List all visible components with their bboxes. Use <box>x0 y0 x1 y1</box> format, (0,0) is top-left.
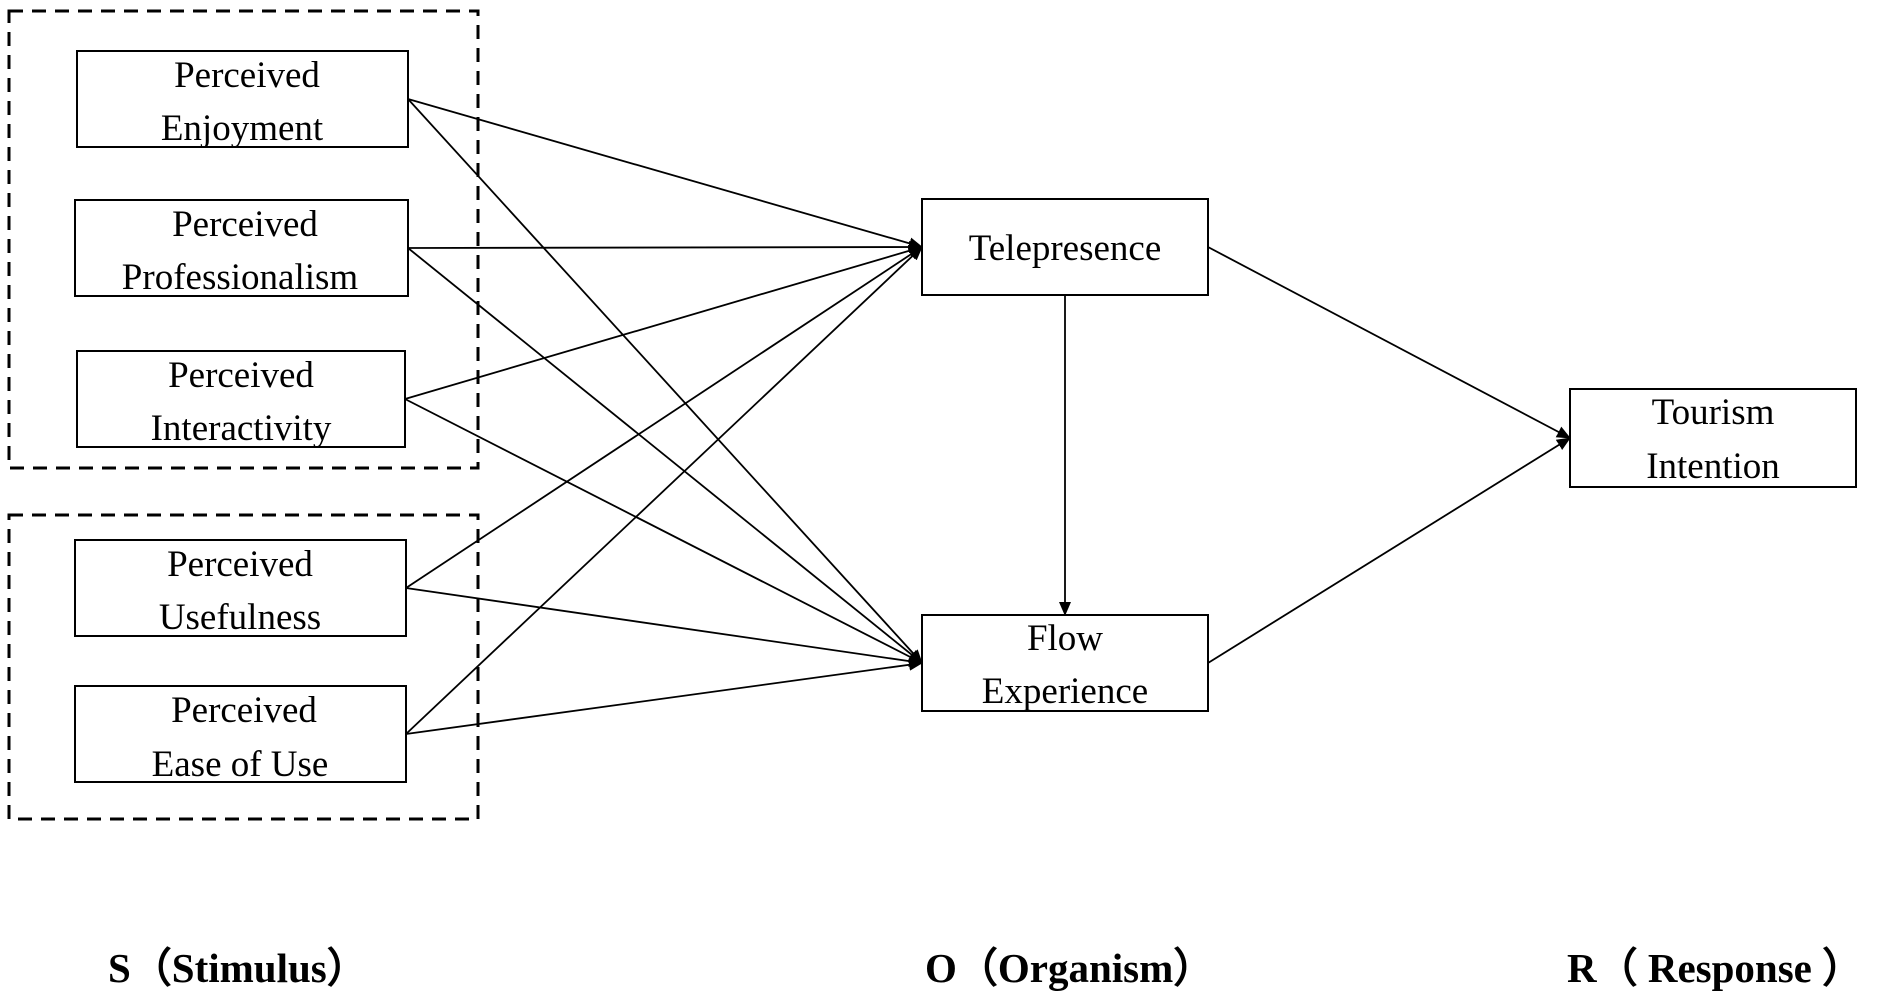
edge-perceived-professionalism-to-telepresence <box>407 241 923 254</box>
node-perceived-ease-of-use: Perceived Ease of Use <box>74 685 407 785</box>
stage-label-stimulus: S（Stimulus） <box>108 945 368 991</box>
node-perceived-usefulness: Perceived Usefulness <box>74 539 407 638</box>
node-perceived-enjoyment: Perceived Enjoyment <box>76 50 409 149</box>
stage-label-response: R（ Response ） <box>1567 945 1863 991</box>
node-perceived-enjoyment-line2: Enjoyment <box>161 108 324 149</box>
node-flow-experience: Flow Experience <box>921 614 1209 712</box>
edge-perceived-usefulness-to-flow-experience <box>405 587 923 668</box>
node-perceived-ease-of-use-line2: Ease of Use <box>152 744 329 785</box>
edge-perceived-professionalism-to-flow-experience <box>407 247 923 664</box>
node-perceived-professionalism-line2: Professionalism <box>122 257 359 298</box>
stage-label-organism: O（Organism） <box>925 945 1214 991</box>
edge-telepresence-to-tourism-intention <box>1207 246 1571 439</box>
node-tourism-intention-line1: Tourism <box>1652 392 1775 433</box>
node-flow-experience-line2: Experience <box>982 671 1148 712</box>
edge-perceived-enjoyment-to-telepresence <box>407 98 923 250</box>
node-telepresence-line1: Telepresence <box>969 228 1162 269</box>
node-flow-experience-line1: Flow <box>1027 618 1103 659</box>
node-perceived-interactivity-line1: Perceived <box>168 355 314 396</box>
edge-perceived-ease-of-use-to-telepresence <box>405 246 923 735</box>
node-perceived-usefulness-line1: Perceived <box>167 544 313 585</box>
node-telepresence: Telepresence <box>921 198 1209 296</box>
edge-perceived-usefulness-to-telepresence <box>405 246 923 589</box>
node-perceived-interactivity: Perceived Interactivity <box>76 350 406 449</box>
edge-flow-experience-to-tourism-intention <box>1207 437 1571 664</box>
node-perceived-enjoyment-line1: Perceived <box>174 55 320 96</box>
node-tourism-intention-line2: Intention <box>1646 446 1780 487</box>
node-perceived-professionalism-line1: Perceived <box>172 204 318 245</box>
node-perceived-professionalism: Perceived Professionalism <box>74 199 409 298</box>
edge-perceived-interactivity-to-telepresence <box>404 244 923 400</box>
node-perceived-interactivity-line2: Interactivity <box>151 408 332 449</box>
node-perceived-ease-of-use-line1: Perceived <box>171 690 317 731</box>
node-perceived-usefulness-line2: Usefulness <box>159 597 321 638</box>
edge-layer <box>404 98 1571 735</box>
edge-perceived-interactivity-to-flow-experience <box>404 398 923 664</box>
edge-perceived-enjoyment-to-flow-experience <box>407 98 923 664</box>
stimulus-group-top <box>7 9 480 470</box>
node-tourism-intention: Tourism Intention <box>1569 388 1857 488</box>
edge-perceived-ease-of-use-to-flow-experience <box>405 658 923 735</box>
